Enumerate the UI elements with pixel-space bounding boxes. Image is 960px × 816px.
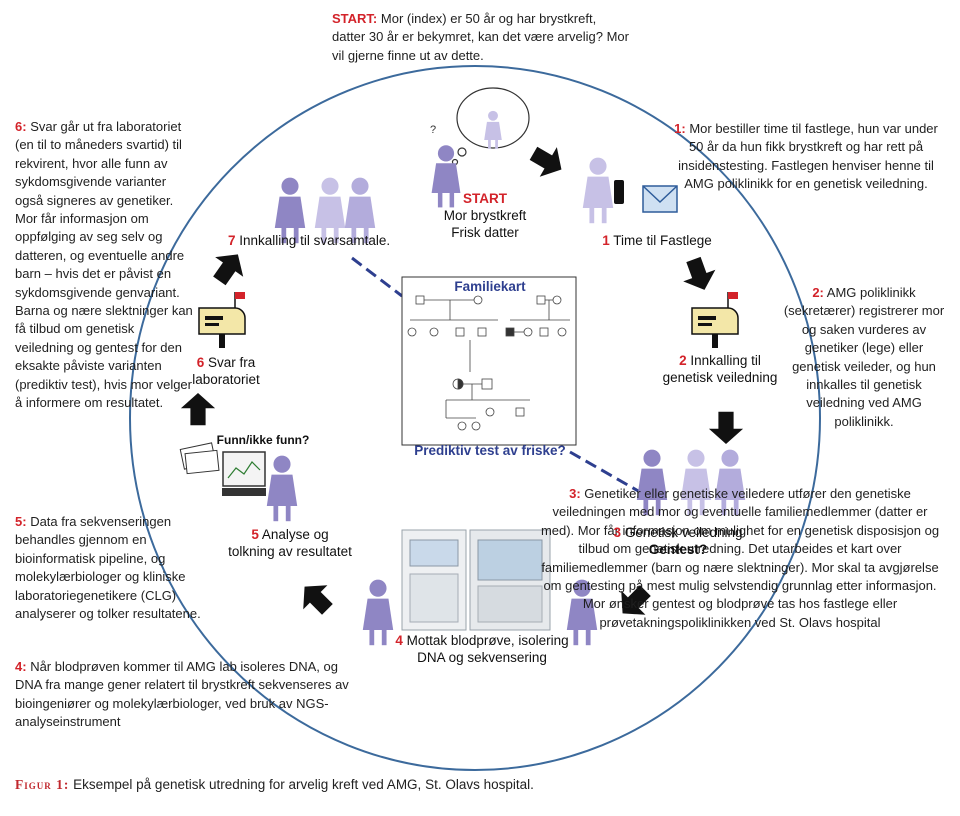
step-4-label: 4 Mottak blodprøve, isolering DNA og sek… [382,632,582,666]
step-1-label-text: Time til Fastlege [613,233,712,248]
prediktiv-label: Prediktiv test av friske? [400,442,580,459]
computer-icon [222,451,266,496]
mailbox-icon-6 [198,292,246,348]
step-4-label-line2: DNA og sekvensering [417,650,547,665]
step-7-label-text: Innkalling til svarsamtale. [239,233,391,248]
step-1-description: 1: Mor bestiller time til fastlege, hun … [666,120,946,194]
step-5-description: 5: Data fra sekvenseringen behandles gje… [15,513,220,623]
step-3-label-line1: Genetisk veiledning [624,525,743,540]
printout-icon [179,442,220,475]
step-6-label: 6 Svar fra laboratoriet [176,354,276,388]
step-6-description: 6: Svar går ut fra laboratoriet (en til … [15,118,193,413]
step-6-label-line2: laboratoriet [192,372,260,387]
arrow-4-to-5 [292,574,340,622]
funn-label: Funn/ikke funn? [208,432,318,449]
step-1-text: Mor bestiller time til fastlege, hun var… [678,121,938,192]
step-6-num: 6: [15,119,27,134]
ngs-instrument [469,529,551,631]
phone-icon [614,180,624,204]
step-1-label: 1 Time til Fastlege [582,232,732,249]
start-node-line2: Frisk datter [451,225,519,240]
familiekart-text: Familiekart [454,279,526,294]
step-6-label-line1: Svar fra [208,355,256,370]
step-2-num: 2: [812,285,824,300]
step-2-label-line2: genetisk veiledning [662,370,778,385]
start-node-line1: Mor brystkreft [443,208,527,223]
dashed-line-bottom [569,450,641,494]
svg-text:?: ? [430,124,436,136]
start-text: Mor (index) er 50 år og har brystkreft, … [332,11,629,63]
funn-text: Funn/ikke funn? [216,433,310,447]
step-3-num: 3: [569,486,581,501]
step-4-num: 4: [15,659,27,674]
start-label: START: [332,11,378,26]
step-7-label-num: 7 [228,233,236,248]
step-2-label: 2 Innkalling til genetisk veiledning [655,352,785,386]
family-chart [401,276,577,446]
step-5-label-line1: Analyse og [261,527,329,542]
arrow-1-to-2 [677,253,721,296]
step-3-description: 3: Genetiker eller genetiske veiledere u… [540,485,940,632]
arrow-2-to-3 [708,411,744,444]
step-1-label-num: 1 [602,233,610,248]
figure-caption-text: Eksempel på genetisk utredning for arvel… [73,777,534,792]
step-4-text: Når blodprøven kommer til AMG lab isoler… [15,659,349,730]
step-5-label-num: 5 [251,527,259,542]
process-circle [129,65,821,771]
start-description: START: Mor (index) er 50 år og har bryst… [332,10,632,65]
email-icon [642,185,678,213]
arrow-6-to-7 [205,244,252,291]
familiekart-title: Familiekart [430,278,550,295]
step-3-label-line2: Gentest? [648,542,708,557]
step-4-label-num: 4 [395,633,403,648]
mailbox-icon-2 [691,292,739,348]
step-7-label: 7 Innkalling til svarsamtale. [228,232,418,249]
step-3-text: Genetiker eller genetiske veiledere utfø… [540,486,940,630]
step-5-label-line2: tolkning av resultatet [228,544,352,559]
step-6-text: Svar går ut fra laboratoriet (en til to … [15,119,193,411]
figure-label: Figur 1: [15,777,70,792]
patient-figure-1 [582,157,614,224]
sequencer-instrument [401,529,467,631]
figure-caption: Figur 1: Eksempel på genetisk utredning … [15,777,534,793]
start-node-title: START [463,191,507,206]
step-3-label: 3 Genetisk veiledning Gentest? [598,524,758,558]
step-2-label-num: 2 [679,353,687,368]
start-node-label: START Mor brystkreft Frisk datter [420,190,550,241]
step-5-num: 5: [15,514,27,529]
step-6-label-num: 6 [196,355,205,370]
step-5-text: Data fra sekvenseringen behandles gjenno… [15,514,201,622]
dashed-line-top [351,256,403,298]
step-2-text: AMG poliklinikk (sekretærer) registrerer… [783,285,945,429]
step-5-label: 5 Analyse og tolkning av resultatet [210,526,370,560]
step-3-label-num: 3 [613,525,621,540]
arrow-start-to-1 [524,138,571,185]
step-4-label-line1: Mottak blodprøve, isolering [406,633,569,648]
prediktiv-text: Prediktiv test av friske? [414,443,566,458]
step-4-description: 4: Når blodprøven kommer til AMG lab iso… [15,658,360,732]
analyst-figure [266,455,298,522]
step-2-description: 2: AMG poliklinikk (sekretærer) registre… [780,284,948,431]
step-2-label-line1: Innkalling til [690,353,761,368]
step-1-num: 1: [674,121,686,136]
